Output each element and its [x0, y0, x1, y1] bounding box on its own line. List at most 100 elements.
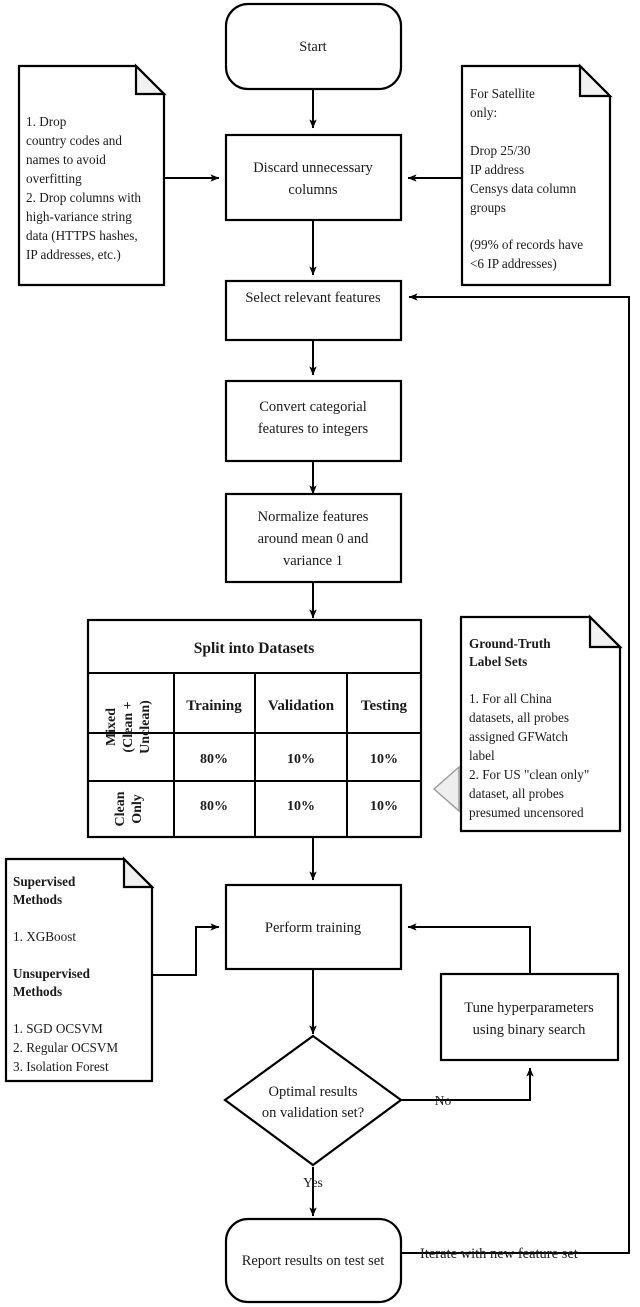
drop-columns-note-shape	[17, 64, 166, 287]
note-heading-line: Unsupervised	[13, 966, 91, 981]
normalize-shape	[224, 492, 403, 584]
node-perform-training: Perform training	[224, 883, 403, 971]
row-header-line: Only	[130, 794, 145, 824]
start-label: Start	[299, 39, 326, 55]
normalize-label-line: variance 1	[283, 553, 343, 569]
row-header-line: (Clean +	[121, 701, 136, 752]
split-into-datasets-table: Split into Datasets Mixed (Clean + Uncle…	[86, 618, 423, 839]
table-cell: 10%	[287, 752, 315, 767]
tune-label-line: using binary search	[473, 1022, 586, 1038]
ground-truth-note-shape	[459, 615, 622, 833]
node-normalize-features: Normalize features around mean 0 and var…	[224, 492, 403, 584]
table-column-header: Testing	[361, 698, 408, 714]
page-fold-icon	[134, 63, 167, 96]
connectors	[152, 88, 630, 1254]
note-line: groups	[470, 200, 506, 215]
report-shape	[224, 1217, 403, 1304]
edge-methodsnote-to-training	[152, 923, 220, 976]
node-discard-unnecessary-columns: Discard unnecessary columns	[224, 133, 403, 222]
note-line: Drop 25/30	[470, 143, 531, 158]
node-tune-hyperparameters: Tune hyperparameters using binary search	[439, 972, 620, 1062]
row-header-line: Mixed	[104, 708, 119, 746]
discard-shape	[224, 133, 403, 222]
convert-label-line: Convert categorial	[259, 399, 367, 415]
note-line: 1. Drop	[26, 114, 67, 129]
note-heading-line: Methods	[13, 892, 62, 907]
table-row-header-clean-only: Clean Only	[113, 791, 145, 826]
note-line: names to avoid	[26, 152, 106, 167]
node-decision-optimal-results: Optimal results on validation set?	[223, 1034, 403, 1167]
note-line: country codes and	[26, 133, 122, 148]
normalize-label-line: around mean 0 and	[258, 531, 369, 547]
edge-label-yes: Yes	[303, 1175, 323, 1190]
start-shape	[224, 2, 403, 91]
edge-tune-to-training	[407, 923, 531, 974]
note-line: label	[469, 748, 495, 763]
discard-label-line: columns	[288, 182, 337, 198]
table-cell: 80%	[200, 799, 228, 814]
node-select-relevant-features: Select relevant features	[224, 279, 403, 342]
note-line: only:	[470, 105, 497, 120]
note-line: assigned GFWatch	[469, 729, 568, 744]
row-header-line: Unclean)	[138, 700, 153, 754]
satellite-note-shape	[460, 64, 612, 287]
note-heading-line: Ground-Truth	[469, 636, 551, 651]
select-label: Select relevant features	[245, 290, 381, 306]
note-line: (99% of records have	[470, 237, 583, 252]
note-line: <6 IP addresses)	[470, 256, 557, 271]
note-line: 3. Isolation Forest	[13, 1059, 109, 1074]
decision-label-line: on validation set?	[262, 1105, 364, 1121]
note-line: datasets, all probes	[469, 710, 569, 725]
note-line: IP addresses, etc.)	[26, 247, 121, 262]
note-line: 2. Drop columns with	[26, 190, 141, 205]
tune-shape	[439, 972, 620, 1062]
table-cell: 80%	[200, 752, 228, 767]
note-satellite: For Satellite only: Drop 25/30 IP addres…	[460, 63, 613, 287]
table-title: Split into Datasets	[194, 640, 315, 657]
table-cell: 10%	[370, 752, 398, 767]
table-cell: 10%	[370, 799, 398, 814]
edge-iterate-loop-to-select	[401, 293, 630, 1254]
note-line: dataset, all probes	[469, 786, 564, 801]
note-line: For Satellite	[470, 86, 535, 101]
tune-label-line: Tune hyperparameters	[464, 1000, 594, 1016]
note-line: 1. XGBoost	[13, 929, 76, 944]
note-heading-line: Methods	[13, 984, 62, 999]
convert-shape	[224, 379, 403, 463]
edge-label-no: No	[435, 1093, 452, 1108]
note-line: overfitting	[26, 171, 82, 186]
page-fold-icon	[122, 856, 155, 889]
note-line: 2. Regular OCSVM	[13, 1040, 118, 1055]
select-shape	[224, 279, 403, 342]
node-start: Start	[224, 2, 403, 91]
note-line: Censys data column	[470, 181, 577, 196]
convert-label-line: features to integers	[258, 421, 369, 437]
page-fold-icon	[588, 614, 623, 649]
note-line: IP address	[470, 162, 524, 177]
note-methods: Supervised Methods 1. XGBoost Unsupervis…	[4, 856, 155, 1083]
table-column-header: Validation	[268, 698, 335, 714]
node-convert-categorial-features: Convert categorial features to integers	[224, 379, 403, 463]
edge-label-iterate: Iterate with new feature set	[420, 1246, 578, 1262]
discard-label-line: Discard unnecessary	[253, 160, 373, 176]
note-line: 1. SGD OCSVM	[13, 1021, 103, 1036]
normalize-label-line: Normalize features	[258, 509, 369, 525]
note-line: presumed uncensored	[469, 805, 584, 820]
page-fold-icon	[578, 63, 613, 98]
note-heading-line: Supervised	[13, 874, 76, 889]
report-label: Report results on test set	[242, 1253, 385, 1269]
note-line: high-variance string	[26, 209, 132, 224]
note-drop-columns: 1. Drop country codes and names to avoid…	[17, 63, 167, 287]
decision-label-line: Optimal results	[268, 1084, 357, 1100]
note-line: 1. For all China	[469, 691, 552, 706]
table-column-header: Training	[186, 698, 242, 714]
table-row-header-mixed: Mixed (Clean + Unclean)	[104, 700, 153, 754]
row-header-line: Clean	[113, 791, 128, 826]
note-line: 2. For US "clean only"	[469, 767, 589, 782]
methods-note-shape	[4, 857, 154, 1083]
perform-training-shape	[224, 883, 403, 971]
ground-truth-pointer-icon	[432, 765, 460, 813]
decision-shape	[223, 1034, 403, 1167]
table-cell: 10%	[287, 799, 315, 814]
